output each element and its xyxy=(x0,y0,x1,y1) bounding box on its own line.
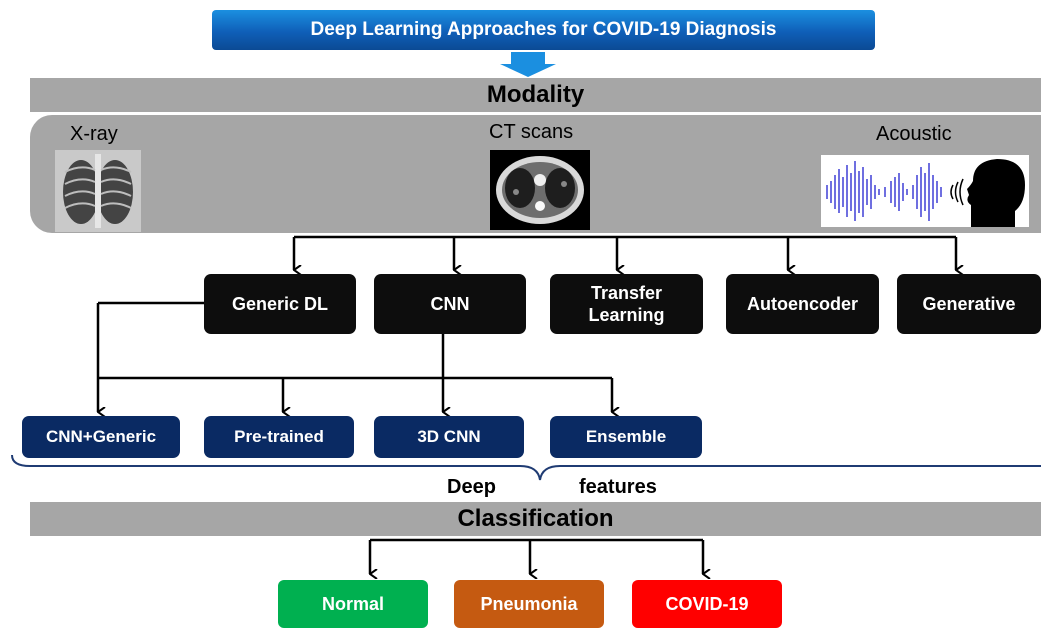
features-brace xyxy=(11,454,1041,481)
diagram-title: Deep Learning Approaches for COVID-19 Di… xyxy=(212,10,875,50)
variant-cnn-generic: CNN+Generic xyxy=(22,416,180,458)
modality-label: Modality xyxy=(486,81,585,108)
features-word-features: features xyxy=(579,476,657,498)
variant-ensemble: Ensemble xyxy=(550,416,702,458)
approach-autoencoder: Autoencoder xyxy=(726,274,879,334)
classification-band: Classification xyxy=(30,502,1041,536)
approach-generic-dl: Generic DL xyxy=(204,274,356,334)
output-normal: Normal xyxy=(278,580,428,628)
classification-label: Classification xyxy=(457,505,614,532)
ct-scan-image xyxy=(490,150,590,230)
output-covid-19: COVID-19 xyxy=(632,580,782,628)
modality-band: Modality xyxy=(30,78,1041,112)
approach-generative: Generative xyxy=(897,274,1041,334)
modality-xray-label: X-ray xyxy=(70,123,118,145)
output-pneumonia: Pneumonia xyxy=(454,580,604,628)
title-down-arrow xyxy=(500,52,556,77)
features-word-deep: Deep xyxy=(447,476,496,498)
variant-3d-cnn: 3D CNN xyxy=(374,416,524,458)
sound-wave-speaker-image xyxy=(821,155,1029,227)
chest-xray-image xyxy=(55,150,141,232)
modality-acoustic-label: Acoustic xyxy=(876,123,952,145)
approach-transfer-learning: Transfer Learning xyxy=(550,274,703,334)
modality-ct-label: CT scans xyxy=(489,121,574,143)
approach-cnn: CNN xyxy=(374,274,526,334)
variant-pre-trained: Pre-trained xyxy=(204,416,354,458)
